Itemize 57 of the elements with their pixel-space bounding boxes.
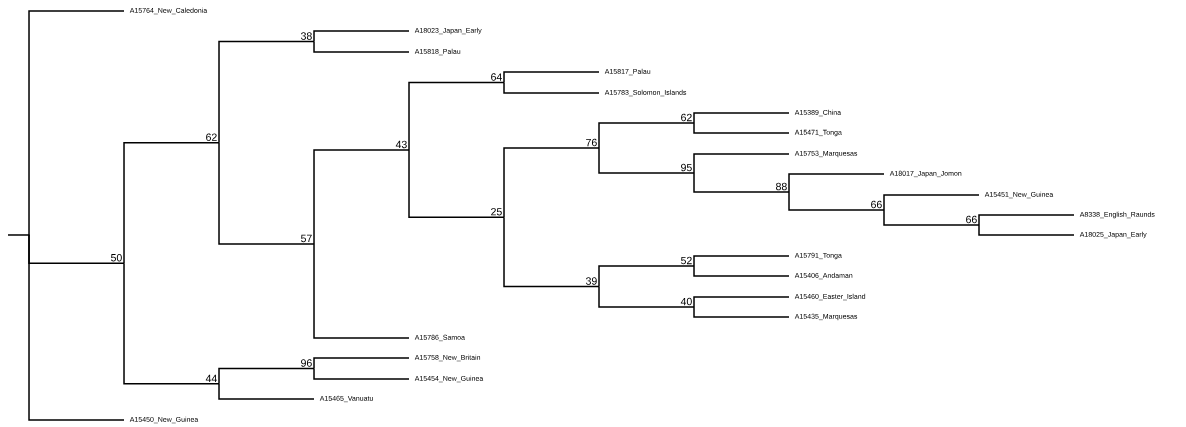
branch-line [598,147,695,174]
branch-line [788,191,885,211]
branch-line [693,255,790,267]
bootstrap-value: 52 [681,256,692,265]
branch-line [598,265,695,288]
bootstrap-value: 50 [111,254,122,262]
bootstrap-value: 66 [966,215,977,224]
branch-line [28,234,125,421]
bootstrap-value: 44 [205,374,217,383]
branch-line [123,262,220,385]
branch-line [978,214,1075,226]
bootstrap-value: 76 [586,138,597,147]
bootstrap-value: 62 [206,133,217,141]
branch-line [313,40,410,53]
bootstrap-value: 88 [776,182,787,191]
branch-line [978,224,1075,236]
branch-line [693,122,790,134]
bootstrap-value: 62 [681,113,692,122]
bootstrap-value: 25 [491,208,502,216]
branch-line [218,383,315,400]
bootstrap-value: 38 [300,32,312,40]
root-line [7,234,30,236]
branch-line [218,40,315,144]
bootstrap-value: 64 [491,73,502,81]
branch-line [788,173,885,193]
branch-line [883,209,980,226]
branch-line [693,172,790,193]
branch-line [313,30,410,43]
branch-line [503,71,600,84]
branch-line [693,112,790,124]
branch-line [408,149,505,218]
branch-line [693,296,790,308]
branch-line [598,285,695,308]
branch-line [693,153,790,174]
branch-line [218,141,315,245]
branch-line [408,81,505,151]
branch-line [693,265,790,277]
bootstrap-value: 96 [301,359,312,367]
branch-line [313,367,410,380]
bootstrap-value: 57 [301,234,312,243]
branch-line [313,149,410,245]
bootstrap-value: 39 [585,277,597,285]
branch-line [883,194,980,211]
bootstrap-value: 40 [680,297,692,306]
branch-line [503,81,600,94]
branch-line [313,243,410,339]
branch-line [503,216,600,288]
branch-line [123,141,220,264]
branch-line [503,147,600,218]
branch-line [218,367,315,385]
bootstrap-value: 43 [395,140,407,149]
branch-line [693,306,790,318]
branch-line [28,10,125,236]
branch-line [598,122,695,149]
branch-line [313,357,410,370]
bootstrap-value: 66 [871,200,882,209]
bootstrap-value: 95 [681,163,692,172]
